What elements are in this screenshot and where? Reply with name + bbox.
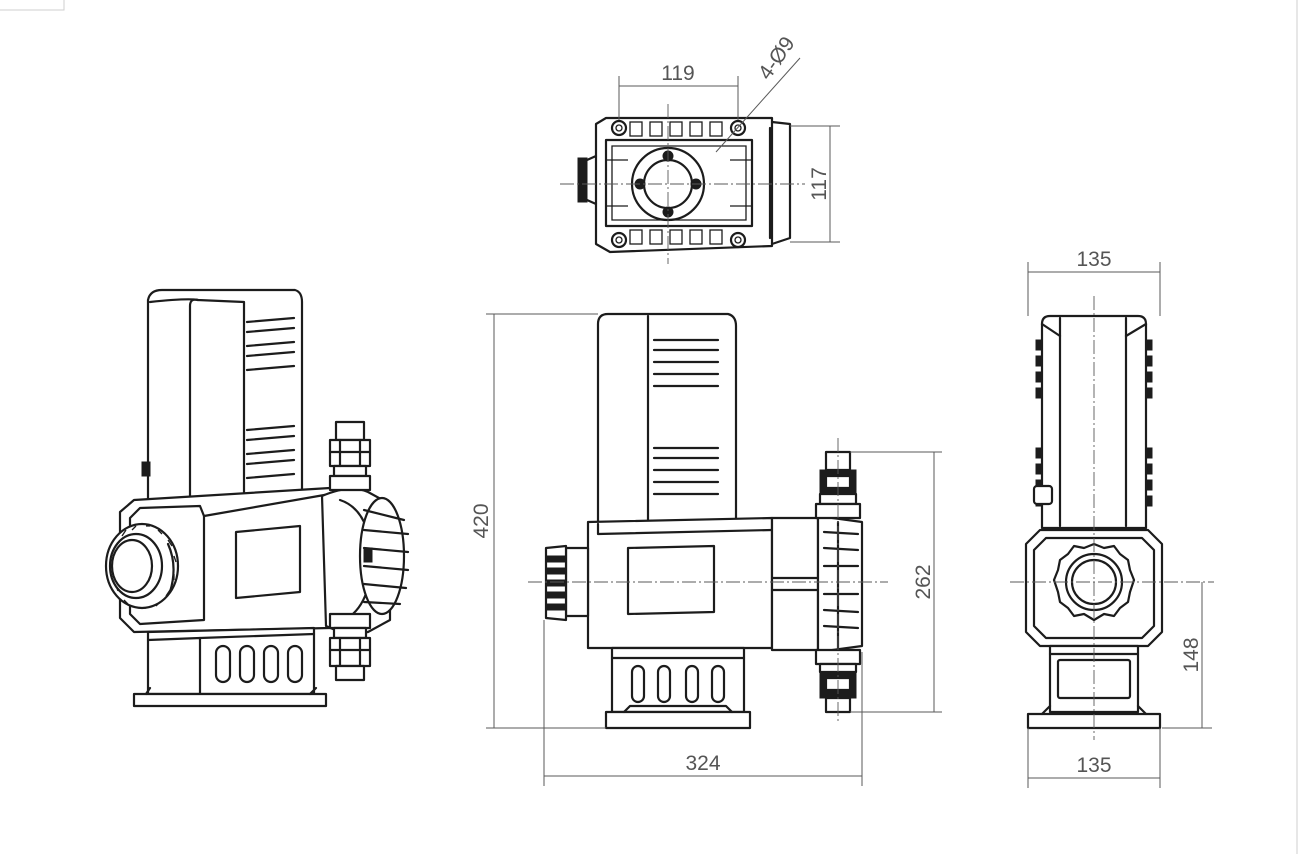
front-view-dimensions: 420 324 262 [470,313,942,786]
top-view [560,104,805,264]
isometric-view [104,288,410,708]
dim-side-width-bottom: 135 [1076,754,1111,777]
dim-side-width-top: 135 [1076,248,1111,271]
dim-top-height: 117 [808,167,831,200]
front-view [528,312,888,730]
dim-side-axis-height: 148 [1180,637,1203,672]
side-view-dimensions: 135 135 148 [1027,248,1212,788]
dim-top-width: 119 [661,62,694,85]
dim-top-holes: 4-Ø9 [754,33,800,84]
top-view-dimensions: 119 4-Ø9 117 [618,33,840,243]
dim-front-height: 420 [470,503,493,538]
dim-front-width: 324 [685,752,720,775]
dim-front-head-height: 262 [912,564,935,599]
frame-corner [0,0,65,11]
side-view [1010,296,1214,740]
